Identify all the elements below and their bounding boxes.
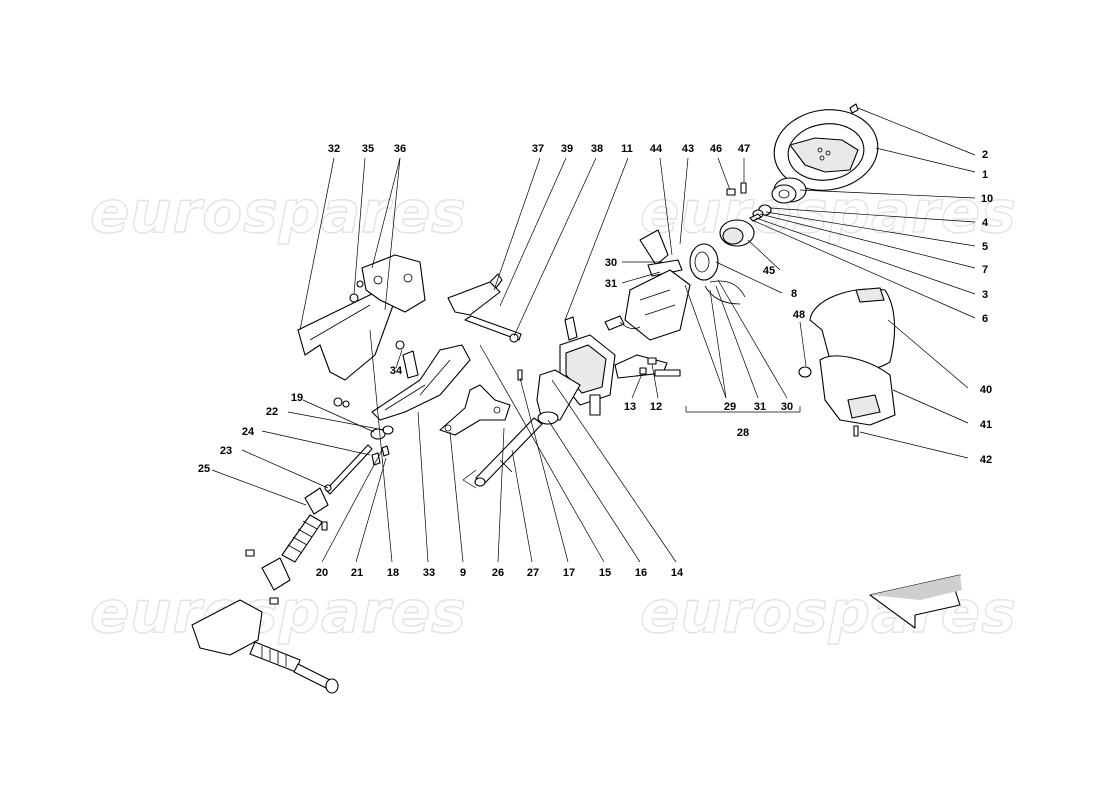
lower-mount-bracket[interactable] — [439, 384, 511, 436]
callout-42: 42 — [980, 454, 992, 466]
nuts-35[interactable] — [349, 280, 364, 303]
callout-22: 22 — [266, 406, 278, 418]
lower-shaft-and-ujoint[interactable] — [245, 444, 373, 605]
callout-2: 2 — [982, 149, 988, 161]
callout-37: 37 — [532, 143, 544, 155]
watermark-bottom-left: eurospares — [90, 578, 467, 646]
callout-21: 21 — [351, 567, 363, 579]
wheel-screw[interactable] — [849, 103, 859, 114]
callout-13: 13 — [624, 401, 636, 413]
callout-44: 44 — [650, 143, 663, 155]
mid-column-bracket[interactable] — [536, 369, 581, 425]
shroud-screw-42[interactable] — [853, 425, 859, 437]
callout-48: 48 — [793, 309, 805, 321]
callout-31-bottom: 31 — [754, 401, 766, 413]
callout-30-top: 30 — [605, 257, 617, 269]
callout-labels: 2 1 10 4 5 7 3 6 8 45 40 41 42 48 44 43 … — [198, 143, 993, 579]
callout-18: 18 — [387, 567, 399, 579]
tilt-lever-linkage[interactable] — [447, 273, 522, 343]
callout-4: 4 — [982, 217, 989, 229]
callout-19: 19 — [291, 392, 303, 404]
callout-17: 17 — [563, 567, 575, 579]
pin-17[interactable] — [517, 369, 523, 381]
callout-40: 40 — [980, 384, 992, 396]
callout-25: 25 — [198, 463, 210, 475]
callout-34: 34 — [390, 365, 403, 377]
callout-45: 45 — [763, 265, 775, 277]
callout-3: 3 — [982, 289, 988, 301]
callout-11: 11 — [621, 143, 633, 155]
callout-16: 16 — [635, 567, 647, 579]
stalk-switch-unit[interactable] — [689, 243, 746, 305]
shroud-clip-48[interactable] — [798, 366, 812, 378]
main-support-bracket[interactable] — [297, 289, 396, 381]
callout-38: 38 — [591, 143, 603, 155]
leader-lines — [211, 107, 976, 563]
callout-30-bottom: 30 — [781, 401, 793, 413]
watermark-top-left: eurospares — [90, 178, 467, 246]
callout-9: 9 — [460, 567, 466, 579]
nut-34[interactable] — [395, 340, 405, 350]
lower-column-shroud[interactable] — [819, 355, 896, 426]
callout-39: 39 — [561, 143, 573, 155]
callout-10: 10 — [981, 193, 993, 205]
tilt-bracket[interactable] — [371, 344, 471, 421]
callout-31-top: 31 — [605, 278, 617, 290]
callout-41: 41 — [980, 419, 992, 431]
upper-pivot-bracket[interactable] — [361, 254, 426, 313]
callout-1: 1 — [982, 169, 988, 181]
callout-12: 12 — [650, 401, 662, 413]
callout-28: 28 — [737, 427, 749, 439]
callout-46: 46 — [710, 143, 722, 155]
callout-36: 36 — [394, 143, 406, 155]
callout-26: 26 — [492, 567, 504, 579]
callout-29: 29 — [724, 401, 736, 413]
bolts-20-21[interactable] — [371, 445, 390, 466]
callout-8: 8 — [791, 288, 797, 300]
callout-7: 7 — [982, 264, 988, 276]
callout-5: 5 — [982, 241, 988, 253]
callout-14: 14 — [671, 567, 684, 579]
callout-15: 15 — [599, 567, 611, 579]
bolts-12-13[interactable] — [639, 357, 657, 375]
callout-33: 33 — [423, 567, 435, 579]
callout-20: 20 — [316, 567, 328, 579]
callout-24: 24 — [242, 426, 255, 438]
callout-47: 47 — [738, 143, 750, 155]
clock-spring[interactable] — [719, 219, 755, 247]
washers-19-22[interactable] — [333, 397, 394, 440]
callout-27: 27 — [527, 567, 539, 579]
steering-rack[interactable] — [191, 599, 339, 694]
callout-32: 32 — [328, 143, 340, 155]
steering-wheel[interactable] — [769, 103, 883, 197]
callout-35: 35 — [362, 143, 374, 155]
callout-23: 23 — [220, 445, 232, 457]
callout-6: 6 — [982, 313, 988, 325]
wheel-hub[interactable] — [771, 177, 807, 204]
column-switch-cluster[interactable] — [604, 269, 691, 341]
front-direction-arrow-icon — [869, 574, 962, 629]
callout-43: 43 — [682, 143, 694, 155]
intermediate-shaft[interactable] — [474, 417, 543, 487]
shift-paddles[interactable] — [639, 229, 683, 277]
